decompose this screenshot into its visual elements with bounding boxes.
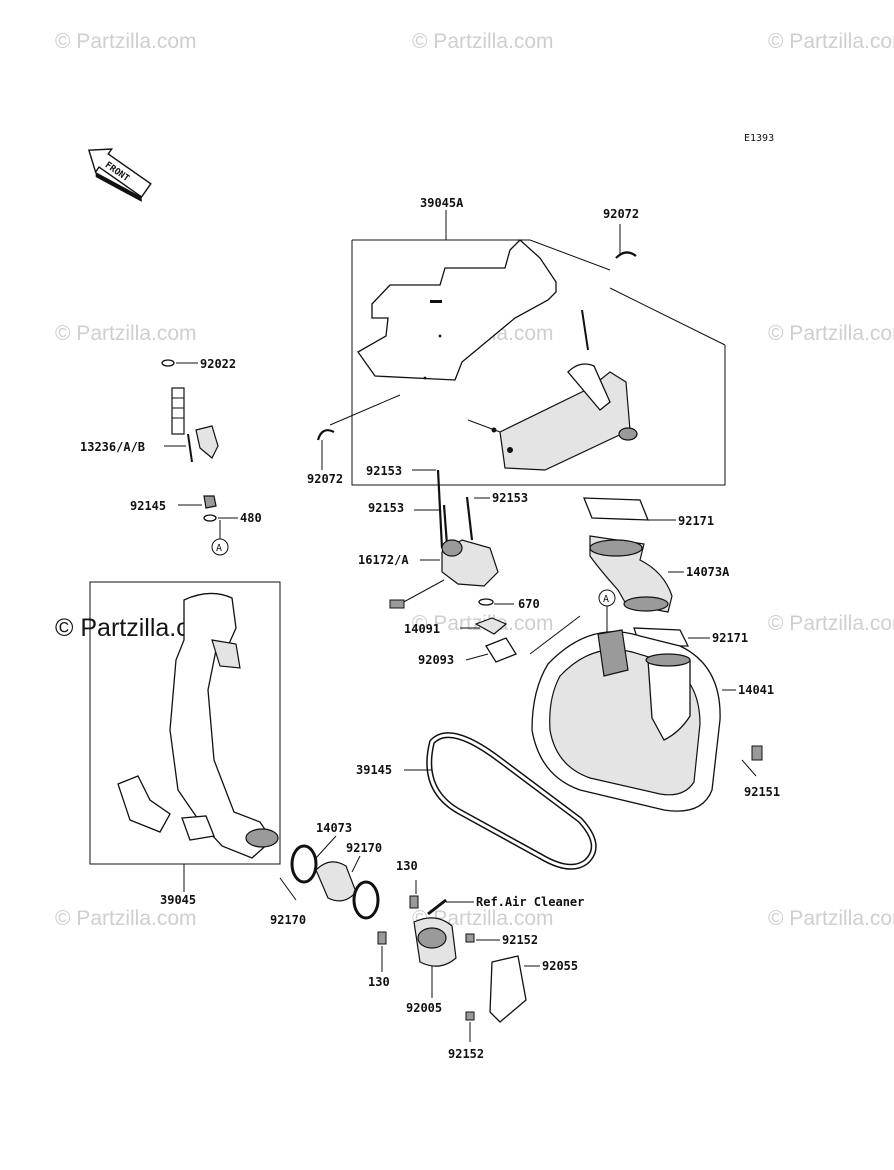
front-arrow-icon: FRONT xyxy=(87,148,152,202)
part-label-92072[interactable]: 92072 xyxy=(307,472,343,486)
part-label-39045a[interactable]: 39045A xyxy=(420,196,464,210)
watermark: © Partzilla.com xyxy=(412,30,554,53)
actuator-16172-group xyxy=(389,469,517,663)
part-label-14073[interactable]: 14073 xyxy=(316,821,352,835)
part-label-92153[interactable]: 92153 xyxy=(368,501,404,515)
watermark: © Partzilla.com xyxy=(768,322,894,345)
ref-marker-a: A xyxy=(211,538,229,556)
part-label-92153[interactable]: 92153 xyxy=(366,464,402,478)
part-label-130[interactable]: 130 xyxy=(396,859,418,873)
watermark: © Partzilla.com xyxy=(55,30,197,53)
part-label-92055[interactable]: 92055 xyxy=(542,959,578,973)
part-label-39145[interactable]: 39145 xyxy=(356,763,392,777)
part-label-92005[interactable]: 92005 xyxy=(406,1001,442,1015)
part-label-92171[interactable]: 92171 xyxy=(712,631,748,645)
part-label-480[interactable]: 480 xyxy=(240,511,262,525)
part-label-92153[interactable]: 92153 xyxy=(492,491,528,505)
part-label-92152[interactable]: 92152 xyxy=(448,1047,484,1061)
clutch-cover-14041-group xyxy=(529,606,763,812)
air-duct-39045-group xyxy=(89,581,281,892)
watermark: © Partzilla.com xyxy=(55,322,197,345)
part-label-16172[interactable]: 16172/A xyxy=(358,553,409,567)
part-label-92151[interactable]: 92151 xyxy=(744,785,780,799)
ref-marker-a-label: A xyxy=(216,543,222,554)
part-label-14041[interactable]: 14041 xyxy=(738,683,774,697)
part-label-14073a[interactable]: 14073A xyxy=(686,565,730,579)
part-label-92170[interactable]: 92170 xyxy=(270,913,306,927)
part-label-92093[interactable]: 92093 xyxy=(418,653,454,667)
part-label-92022[interactable]: 92022 xyxy=(200,357,236,371)
part-label-13236[interactable]: 13236/A/B xyxy=(80,440,145,454)
intake-lower-group xyxy=(279,835,540,1042)
duct-14073a-group xyxy=(583,497,710,647)
watermark: © Partzilla.com xyxy=(768,612,894,635)
part-label-92171[interactable]: 92171 xyxy=(678,514,714,528)
watermark: © Partzilla.com xyxy=(768,907,894,930)
watermark: © Partzilla.com xyxy=(55,907,197,930)
drive-belt-39145 xyxy=(404,732,597,870)
air-duct-39045a-group xyxy=(316,210,726,486)
part-label-92145[interactable]: 92145 xyxy=(130,499,166,513)
part-label-92072[interactable]: 92072 xyxy=(603,207,639,221)
part-label-130[interactable]: 130 xyxy=(368,975,390,989)
ref-marker-a-label: A xyxy=(603,594,609,605)
cable-13236-group xyxy=(161,359,238,540)
part-label-670[interactable]: 670 xyxy=(518,597,540,611)
part-label-39045[interactable]: 39045 xyxy=(160,893,196,907)
part-label-92170[interactable]: 92170 xyxy=(346,841,382,855)
diagram-code: E1393 xyxy=(744,133,774,144)
ref-air-cleaner-label[interactable]: Ref.Air Cleaner xyxy=(476,895,584,909)
part-label-14091[interactable]: 14091 xyxy=(404,622,440,636)
part-label-92152[interactable]: 92152 xyxy=(502,933,538,947)
watermark: © Partzilla.com xyxy=(768,30,894,53)
ref-marker-a: A xyxy=(598,589,616,607)
